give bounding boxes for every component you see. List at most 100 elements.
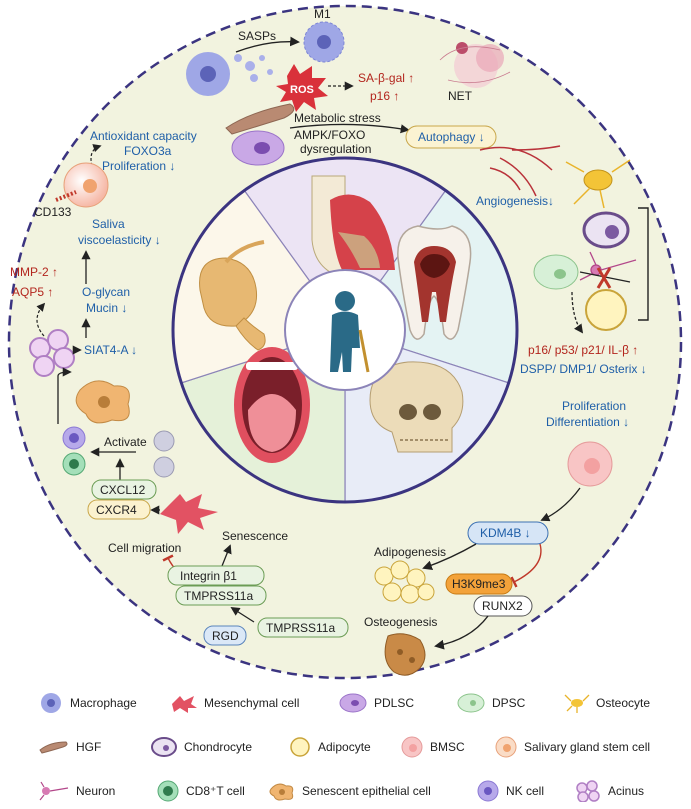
label-tmprss-a: TMPRSS11a — [184, 589, 253, 603]
nk-cell-icon — [477, 780, 499, 802]
legend-label: BMSC — [430, 740, 465, 754]
macrophage-cell — [186, 52, 230, 96]
tmprss-a-box: TMPRSS11a — [175, 585, 267, 606]
label-cxcl12: CXCL12 — [100, 483, 146, 497]
label-kdm4b: KDM4B ↓ — [480, 526, 531, 540]
legend-item: HGF — [38, 736, 101, 758]
net-structure — [439, 42, 511, 88]
sasp-particles — [234, 54, 273, 82]
mesenchymal-cell-icon — [172, 696, 197, 713]
legend-label: Osteocyte — [596, 696, 651, 710]
label-net: NET — [448, 89, 473, 103]
label-runx2: RUNX2 — [482, 599, 523, 613]
label-tmprss-b: TMPRSS11a — [266, 621, 335, 635]
integrin-box: Integrin β1 — [167, 565, 265, 586]
label-differentiation: Differentiation ↓ — [546, 415, 629, 429]
adipocyte-cell — [585, 289, 627, 331]
open-mouth-icon — [234, 347, 310, 463]
legend-item: Mesenchymal cell — [170, 692, 299, 714]
pdlsc-icon — [339, 693, 367, 713]
label-aqp5: AQP5 ↑ — [12, 285, 53, 299]
bone-tissue — [384, 633, 426, 676]
m1-macrophage-cell — [303, 21, 345, 63]
label-integrin: Integrin β1 — [180, 569, 237, 583]
gingiva-icon — [311, 175, 395, 273]
rgd-box: RGD — [203, 625, 247, 646]
label-antioxidant: Antioxidant capacity — [90, 129, 197, 143]
hgf-icon — [39, 741, 68, 754]
label-viscoelasticity: viscoelasticity ↓ — [78, 233, 161, 247]
label-mucin: Mucin ↓ — [86, 301, 127, 315]
osteocyte-cell — [565, 159, 631, 209]
legend-item: Neuron — [38, 780, 115, 802]
legend: Macrophage Mesenchymal cell PDLSC DPSC O… — [0, 684, 691, 809]
bmsc-cell — [567, 441, 613, 487]
legend-label: DPSC — [492, 696, 526, 710]
dpsc-icon — [457, 693, 485, 713]
label-angiogenesis: Angiogenesis↓ — [476, 194, 554, 208]
cxcr4-box: CXCR4 — [87, 499, 151, 520]
mesenchymal-cell — [160, 494, 218, 534]
chondrocyte-icon — [151, 737, 177, 757]
chondrocyte-cell — [582, 211, 630, 249]
label-activate: Activate — [104, 435, 147, 449]
legend-label: Macrophage — [70, 696, 137, 710]
ros-burst — [276, 64, 328, 112]
legend-label: Chondrocyte — [184, 740, 253, 754]
legend-item: Senescent epithelial cell — [268, 780, 431, 802]
legend-label: PDLSC — [374, 696, 415, 710]
bmsc-icon — [401, 736, 423, 758]
autophagy-box: Autophagy ↓ — [405, 125, 497, 149]
legend-label: CD8⁺T cell — [186, 784, 245, 798]
kdm4b-box: KDM4B ↓ — [467, 521, 549, 545]
tooth-icon — [397, 225, 472, 340]
legend-label: HGF — [76, 740, 102, 754]
salivary-stem-cell — [63, 162, 109, 208]
legend-label: Neuron — [76, 784, 116, 798]
legend-item: NK cell — [476, 780, 544, 802]
legend-item: Chondrocyte — [150, 736, 252, 758]
adipocyte-icon — [290, 737, 310, 757]
legend-item: CD8⁺T cell — [156, 780, 245, 802]
legend-label: Senescent epithelial cell — [302, 784, 431, 798]
label-autophagy: Autophagy ↓ — [418, 130, 485, 144]
macrophage-icon — [41, 693, 61, 713]
label-rgd: RGD — [212, 629, 239, 643]
label-markers-up: p16/ p53/ p21/ IL-β ↑ — [528, 343, 638, 357]
legend-item: Osteocyte — [564, 692, 650, 714]
label-siat: SIAT4-A ↓ — [84, 343, 137, 357]
legend-item: DPSC — [456, 692, 525, 714]
label-sasps: SASPs — [238, 29, 276, 43]
blood-vessels — [479, 145, 561, 197]
label-sa-gal: SA-β-gal ↑ — [358, 71, 414, 85]
neuron-icon — [39, 781, 69, 801]
label-m1: M1 — [314, 7, 331, 21]
label-ros: ROS — [290, 84, 314, 96]
legend-item: BMSC — [400, 736, 465, 758]
label-prolif: Proliferation — [562, 399, 626, 413]
legend-item: Salivary gland stem cell — [494, 736, 650, 758]
runx2-box: RUNX2 — [473, 595, 533, 617]
legend-label: Salivary gland stem cell — [524, 740, 651, 754]
skull-icon — [369, 361, 464, 453]
salivary-gland-icon — [199, 240, 266, 351]
legend-label: Mesenchymal cell — [204, 696, 300, 710]
nk-cell — [62, 426, 86, 450]
senescent-epithelial-cell-icon — [269, 783, 294, 801]
adipocyte-cluster — [374, 560, 435, 604]
elderly-person-icon — [330, 291, 370, 373]
acinus-icon — [576, 780, 600, 802]
legend-label: Adipocyte — [318, 740, 371, 754]
legend-item: Macrophage — [38, 692, 137, 714]
label-mmp2: MMP-2 ↑ — [10, 265, 58, 279]
label-p16: p16 ↑ — [370, 89, 399, 103]
senescent-epithelial-cell — [75, 380, 130, 424]
osteocyte-icon — [564, 694, 590, 713]
legend-item: Adipocyte — [288, 736, 371, 758]
label-h3k9me3: H3K9me3 — [452, 577, 506, 591]
label-dysregulation: dysregulation — [300, 142, 371, 156]
hgf-cell — [225, 103, 295, 135]
label-adipogenesis: Adipogenesis — [374, 545, 446, 559]
label-foxo3a: FOXO3a — [124, 144, 172, 158]
